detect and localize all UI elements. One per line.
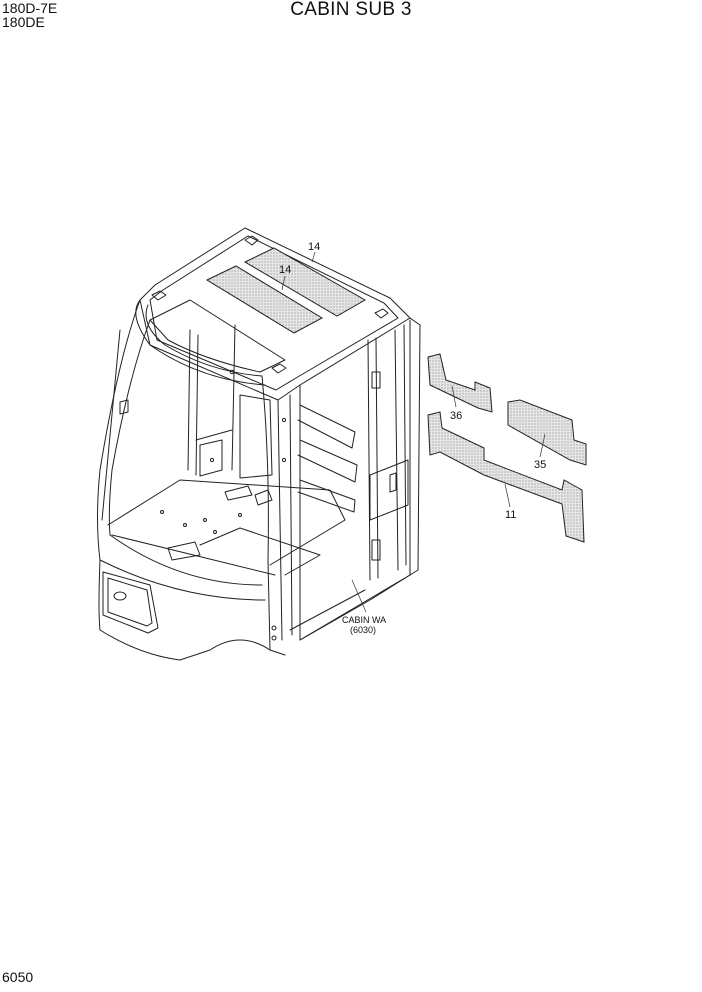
leader-roof-pad-upper bbox=[311, 251, 316, 263]
cabin-frame bbox=[97, 227, 421, 661]
model-code-primary: 180D-7E bbox=[2, 0, 58, 16]
leader-pad-36 bbox=[451, 385, 457, 408]
page-number: 6050 bbox=[2, 969, 34, 985]
leader-pad-11 bbox=[504, 483, 511, 508]
leader-pad-35 bbox=[539, 433, 546, 458]
callout-pad-36: 36 bbox=[450, 410, 462, 422]
assembly-label-name: CABIN WA bbox=[342, 615, 386, 625]
callout-pad-35: 35 bbox=[534, 459, 546, 471]
callout-roof-pad-upper: 14 bbox=[308, 241, 320, 253]
roof-pad-lower bbox=[205, 265, 324, 334]
leader-roof-pad-lower bbox=[281, 275, 286, 291]
leader-cabin-wa bbox=[351, 579, 367, 613]
roof-pad-upper bbox=[243, 247, 367, 317]
model-code-secondary: 180DE bbox=[2, 14, 45, 30]
pad-35 bbox=[507, 399, 587, 466]
pad-36 bbox=[427, 353, 493, 413]
callout-pad-11: 11 bbox=[505, 509, 516, 521]
assembly-label-ref: (6030) bbox=[350, 625, 376, 635]
callout-roof-pad-lower: 14 bbox=[279, 264, 291, 276]
pad-11 bbox=[427, 411, 585, 543]
page-title: CABIN SUB 3 bbox=[290, 0, 412, 20]
